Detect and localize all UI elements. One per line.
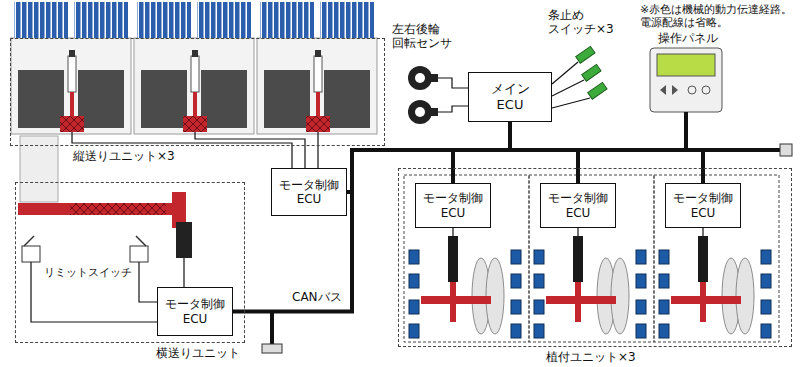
main-ecu-box: メイン ECU [468,72,552,122]
sensor-tab [430,74,438,82]
wire [317,132,318,168]
note-text: ※赤色は機械的動力伝達経路。 電源配線は省略。 [640,3,800,29]
planting-unit-figure [654,175,779,342]
ecu-label: モータ制御 ECU [275,178,343,207]
rotation-sensor [408,100,432,124]
stop-switch [576,46,595,63]
unit-group: 植付ユニット×3モータ制御 ECUモータ制御 ECUモータ制御 ECU [398,168,792,347]
wire [438,78,468,88]
feed-unit-figure [11,2,131,134]
can-bus-line [453,122,510,183]
ecu-box: モータ制御 ECU [665,183,741,228]
ecu-label: モータ制御 ECU [544,191,612,220]
wire [183,258,184,287]
panel-button [688,86,696,94]
wire [438,106,468,112]
can-bus-line [233,122,510,312]
panel-lcd [657,54,715,76]
panel-button [660,85,666,95]
ecu-label: モータ制御 ECU [669,191,737,220]
sensor-tab [430,108,438,116]
stop-switch [588,82,607,99]
can-bus-line [510,122,578,183]
sensor-hole [415,107,425,117]
unit-heading: 横送りユニット [155,346,241,360]
unit-group: 横送りユニットモータ制御 ECU [15,182,245,343]
switch-lever [24,236,34,246]
wire [552,80,584,96]
unit-group: 縦送りユニット×3 [10,38,385,146]
limit-switch [130,246,148,262]
part-label: リミットスイッチ [44,266,132,279]
panel-button [702,86,710,94]
part-label: 条止め スイッチ×3 [548,8,622,37]
panel-button [672,85,678,95]
feed-unit-figure [134,2,254,134]
ecu-box: モータ制御 ECU [415,183,491,228]
part-label: 左右後輪 回転センサ [392,22,458,51]
bus-label: CANバス [292,290,342,304]
sensor-hole [415,73,425,83]
ecu-label: モータ制御 ECU [419,191,487,220]
motor [176,222,192,258]
unit-heading: 縦送りユニット×3 [72,149,176,163]
wire [552,62,578,84]
wire [139,262,159,302]
can-bus-line [510,122,703,183]
planting-unit-figure [404,175,529,342]
bus-line [270,312,274,344]
ecu-box: モータ制御 ECU [540,183,616,228]
feed-unit-figure [257,2,377,134]
wire [31,262,159,322]
bus-line [684,112,688,150]
planting-unit-figure [529,175,654,342]
bus-terminator [780,144,792,156]
can-bus-line [347,122,510,192]
rotation-sensor [408,66,432,90]
wire [552,98,590,108]
ecu-label: メイン ECU [487,81,533,112]
bus-terminator [262,344,282,353]
switch-lever [136,236,146,246]
ecu-box: モータ制御 ECU [157,287,233,336]
wire [72,132,292,168]
part-label: 操作パネル [658,31,718,45]
traverse-screw [70,203,166,215]
traverse-shaft [18,203,182,215]
ecu-box: モータ制御 ECU [271,168,347,216]
limit-switch [22,246,40,262]
control-panel [650,48,722,112]
stop-switch [582,64,601,81]
wire [195,132,305,168]
unit-heading: 植付ユニット×3 [545,350,637,364]
ecu-label: モータ制御 ECU [161,297,229,326]
